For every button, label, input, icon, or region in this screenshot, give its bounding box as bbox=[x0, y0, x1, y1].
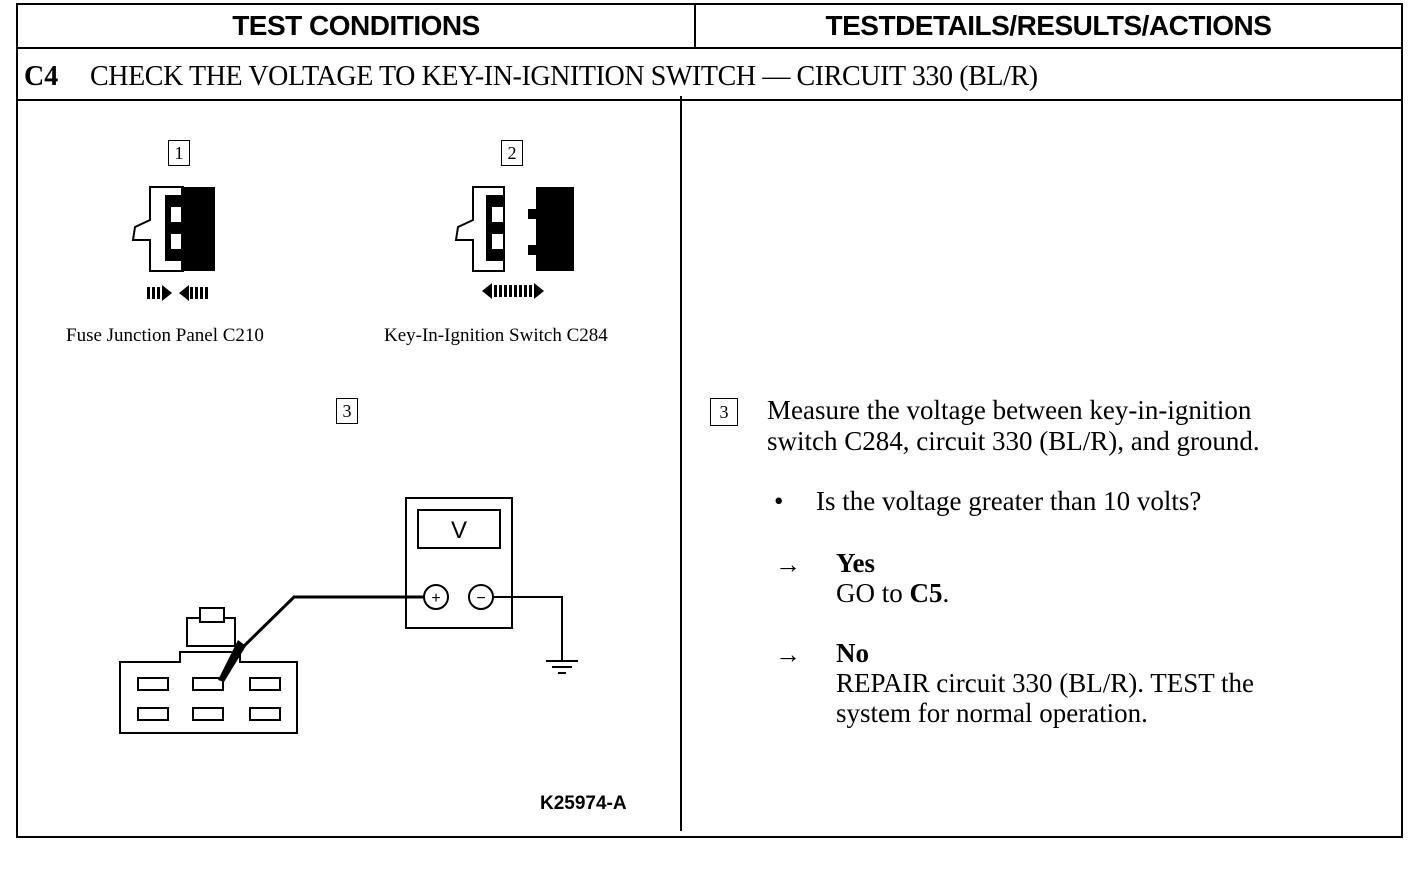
probe-tip bbox=[218, 640, 246, 682]
table-header-row: TEST CONDITIONS TESTDETAILS/RESULTS/ACTI… bbox=[18, 5, 1401, 49]
figure-2-caption: Key-In-Ignition Switch C284 bbox=[384, 325, 608, 346]
voltmeter-test-diagram: V + − bbox=[119, 497, 578, 734]
ground-icon bbox=[546, 660, 578, 674]
yes-label: Yes bbox=[836, 548, 875, 578]
no-action-line-1: REPAIR circuit 330 (BL/R). TEST the bbox=[836, 668, 1254, 698]
minus-terminal-sign: − bbox=[476, 590, 485, 607]
figure-3-number: 3 bbox=[336, 398, 358, 424]
negative-lead bbox=[493, 596, 563, 660]
positive-lead bbox=[238, 595, 424, 652]
no-action-line-2: system for normal operation. bbox=[836, 698, 1148, 728]
figure-2-number: 2 bbox=[501, 140, 523, 166]
yes-action: GO to C5. bbox=[836, 578, 950, 608]
figure-1-caption: Fuse Junction Panel C210 bbox=[66, 325, 264, 346]
instruction-line-1: Measure the voltage between key-in-ignit… bbox=[767, 395, 1252, 425]
detail-step-number: 3 bbox=[710, 398, 738, 426]
instruction-line-2: switch C284, circuit 330 (BL/R), and gro… bbox=[767, 426, 1260, 456]
no-label: No bbox=[836, 638, 869, 668]
yes-arrow-icon: → bbox=[775, 550, 801, 579]
ignition-switch-connector-icon bbox=[119, 607, 298, 734]
step-title: CHECK THE VOLTAGE TO KEY-IN-IGNITION SWI… bbox=[90, 61, 1038, 92]
step-id: C4 bbox=[24, 61, 59, 92]
yes-result: Yes GO to C5. bbox=[836, 548, 1356, 608]
meter-display bbox=[417, 509, 501, 549]
meter-label: V bbox=[451, 517, 467, 544]
column-divider bbox=[680, 96, 682, 831]
figure-reference-number: K25974-A bbox=[540, 793, 627, 814]
bullet-icon: • bbox=[774, 486, 784, 516]
no-arrow-icon: → bbox=[775, 640, 801, 669]
header-test-details: TESTDETAILS/RESULTS/ACTIONS bbox=[825, 10, 1272, 41]
test-table: TEST CONDITIONS TESTDETAILS/RESULTS/ACTI… bbox=[16, 3, 1403, 838]
fuse-panel-connector-icon bbox=[131, 186, 215, 301]
figure-1-number: 1 bbox=[168, 140, 190, 166]
plus-terminal-sign: + bbox=[431, 590, 440, 607]
header-test-conditions: TEST CONDITIONS bbox=[18, 5, 696, 47]
voltage-question: Is the voltage greater than 10 volts? bbox=[816, 486, 1202, 516]
yes-action-target: C5 bbox=[909, 578, 943, 608]
key-in-ignition-connector-icon bbox=[454, 186, 574, 299]
measurement-instruction: Measure the voltage between key-in-ignit… bbox=[767, 395, 1387, 457]
no-result: No REPAIR circuit 330 (BL/R). TEST the s… bbox=[836, 638, 1356, 728]
step-title-row: C4 CHECK THE VOLTAGE TO KEY-IN-IGNITION … bbox=[18, 49, 1401, 101]
